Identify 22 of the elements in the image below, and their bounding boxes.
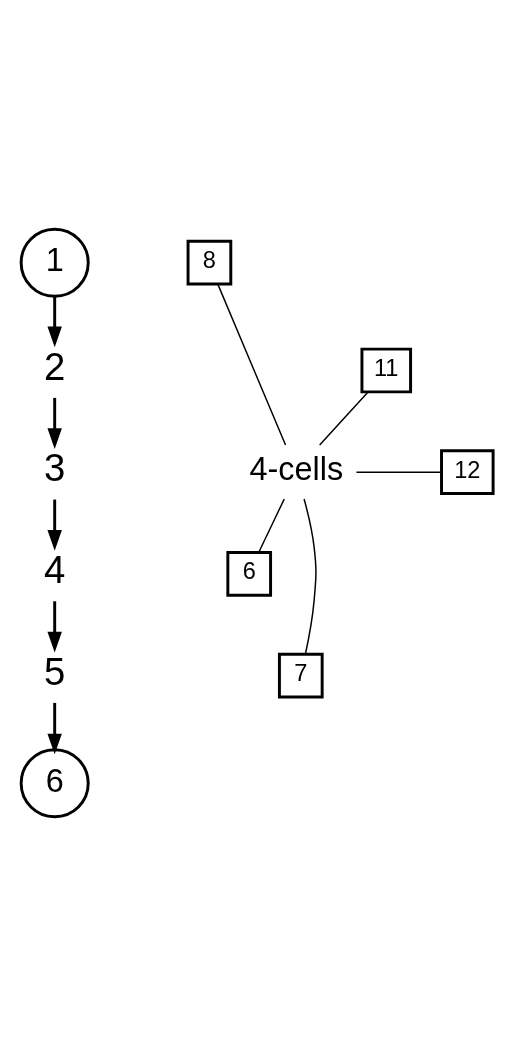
connector: [318, 390, 369, 446]
node-box: 7: [277, 652, 324, 698]
node-circle: 6: [19, 747, 90, 818]
node-box: 12: [439, 448, 495, 495]
node-box: 6: [225, 550, 272, 597]
node-text: 5: [43, 649, 65, 693]
connector: [355, 470, 442, 473]
node-box: 11: [359, 347, 412, 393]
connector: [302, 497, 317, 654]
node-text: 3: [43, 445, 65, 489]
node-text: 4: [43, 547, 65, 591]
node-text: 4-cells: [249, 450, 343, 487]
connector: [257, 497, 285, 553]
arrow: [46, 397, 62, 449]
connector: [216, 283, 286, 446]
arrow: [46, 499, 62, 551]
arrow: [46, 702, 62, 754]
arrow: [46, 600, 62, 652]
node-text: 2: [43, 344, 65, 388]
node-box: 8: [186, 239, 232, 286]
arrow: [46, 295, 62, 347]
node-circle: 1: [19, 227, 90, 298]
